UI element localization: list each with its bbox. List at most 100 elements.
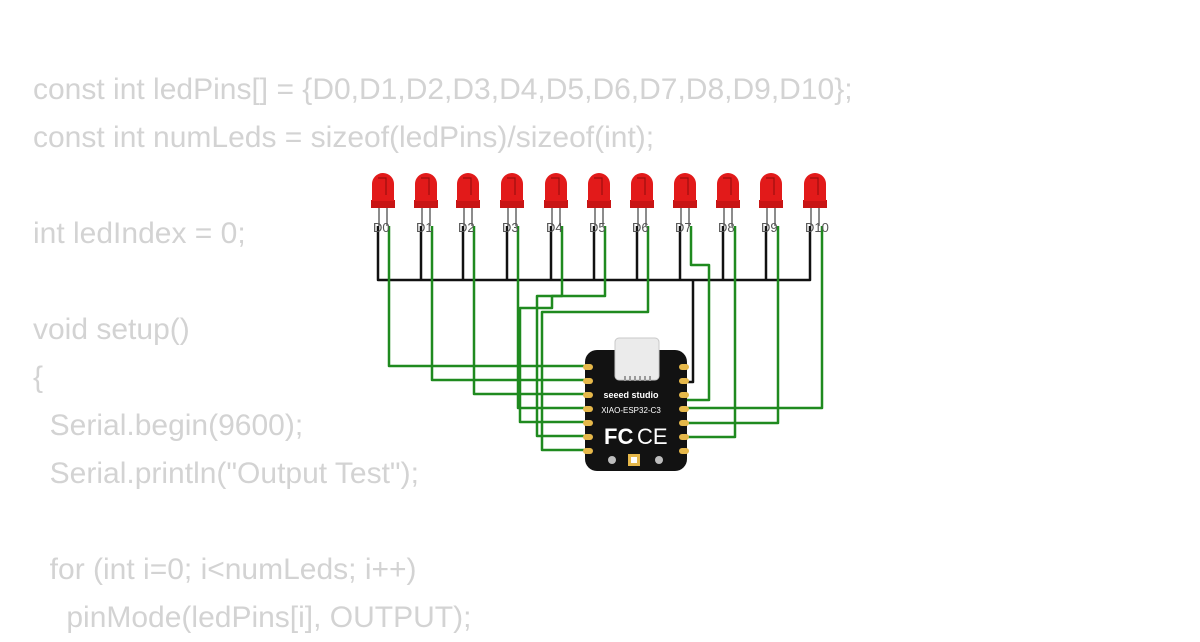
led-d2[interactable]: D2: [456, 173, 480, 235]
pin-pad: [583, 392, 593, 398]
code-line: const int ledPins[] = {D0,D1,D2,D3,D4,D5…: [33, 73, 853, 106]
led-d0[interactable]: D0: [371, 173, 395, 235]
pin-pad: [679, 434, 689, 440]
bottom-pad-center-inner: [631, 457, 637, 463]
pin-pad: [583, 364, 593, 370]
led-anode-mark: [723, 177, 732, 195]
led-label: D2: [458, 220, 475, 235]
led-base: [414, 200, 438, 208]
signal-wire: [472, 226, 586, 396]
led-dome: [760, 173, 782, 201]
signal-wire: [686, 226, 780, 425]
led-label: D7: [675, 220, 692, 235]
led-anode-mark: [766, 177, 775, 195]
led-label: D6: [632, 220, 649, 235]
led-d8[interactable]: D8: [716, 173, 740, 235]
signal-wire: [540, 226, 650, 452]
led-dome: [631, 173, 653, 201]
code-line: void setup(): [33, 313, 190, 346]
led-base: [630, 200, 654, 208]
code-background: const int ledPins[] = {D0,D1,D2,D3,D4,D5…: [33, 66, 853, 642]
led-anode-mark: [507, 177, 516, 195]
pin-pad: [583, 434, 593, 440]
fc-mark: FC: [604, 424, 633, 449]
bottom-pad-left: [608, 456, 616, 464]
led-dome: [588, 173, 610, 201]
led-anode-mark: [421, 177, 430, 195]
led-anode-mark: [378, 177, 387, 195]
pin-pad: [583, 420, 593, 426]
xiao-board[interactable]: seeed studio XIAO-ESP32-C3 FC CE: [583, 337, 689, 471]
led-base: [371, 200, 395, 208]
bottom-pad-right: [655, 456, 663, 464]
signal-wire: [516, 226, 586, 410]
model-label: XIAO-ESP32-C3: [601, 406, 661, 415]
signal-wire: [430, 226, 586, 382]
code-line: {: [33, 361, 44, 394]
pin-pad: [583, 378, 593, 384]
ce-mark: CE: [637, 424, 668, 449]
led-d10[interactable]: D10: [803, 173, 829, 235]
code-line: pinMode(ledPins[i], OUTPUT);: [33, 601, 472, 634]
led-anode-mark: [637, 177, 646, 195]
pin-pad: [679, 420, 689, 426]
right-pin-pads: [679, 364, 689, 454]
led-base: [759, 200, 783, 208]
pin-pad: [583, 448, 593, 454]
led-d9[interactable]: D9: [759, 173, 783, 235]
led-label: D1: [416, 220, 433, 235]
led-anode-mark: [810, 177, 819, 195]
led-d7[interactable]: D7: [673, 173, 697, 235]
led-anode-mark: [680, 177, 689, 195]
led-d5[interactable]: D5: [587, 173, 611, 235]
led-dome: [372, 173, 394, 201]
code-line: Serial.begin(9600);: [33, 409, 304, 442]
led-base: [456, 200, 480, 208]
led-label: D9: [761, 220, 778, 235]
signal-wires: [387, 226, 824, 452]
board-body: [585, 350, 687, 471]
pin-pad: [679, 406, 689, 412]
code-line: const int numLeds = sizeof(ledPins)/size…: [33, 121, 655, 154]
signal-wire: [518, 226, 586, 424]
led-base: [544, 200, 568, 208]
brand-label: seeed studio: [603, 390, 659, 400]
led-label: D8: [718, 220, 735, 235]
signal-wire: [535, 226, 607, 438]
led-label: D0: [373, 220, 390, 235]
led-label: D3: [502, 220, 519, 235]
code-line: Serial.println("Output Test");: [33, 457, 419, 490]
code-line: for (int i=0; i<numLeds; i++): [33, 553, 417, 586]
usb-c-port: [614, 337, 660, 381]
led-dome: [545, 173, 567, 201]
led-d4[interactable]: D4: [544, 173, 568, 235]
led-label: D10: [805, 220, 829, 235]
led-dome: [501, 173, 523, 201]
led-base: [500, 200, 524, 208]
pin-pad: [583, 406, 593, 412]
led-d3[interactable]: D3: [500, 173, 524, 235]
led-d1[interactable]: D1: [414, 173, 438, 235]
pin-pad: [679, 448, 689, 454]
led-base: [803, 200, 827, 208]
led-dome: [457, 173, 479, 201]
led-base: [587, 200, 611, 208]
led-dome: [717, 173, 739, 201]
signal-wire: [686, 226, 711, 402]
pin-pad: [679, 378, 689, 384]
led-dome: [804, 173, 826, 201]
led-anode-mark: [594, 177, 603, 195]
pin-pad: [679, 392, 689, 398]
led-d6[interactable]: D6: [630, 173, 654, 235]
led-anode-mark: [463, 177, 472, 195]
led-label: D4: [546, 220, 563, 235]
ground-wires: [376, 226, 812, 384]
left-pin-pads: [583, 364, 593, 454]
led-base: [716, 200, 740, 208]
usb-contacts: [624, 376, 651, 381]
pin-pad: [679, 364, 689, 370]
led-base: [673, 200, 697, 208]
led-dome: [415, 173, 437, 201]
